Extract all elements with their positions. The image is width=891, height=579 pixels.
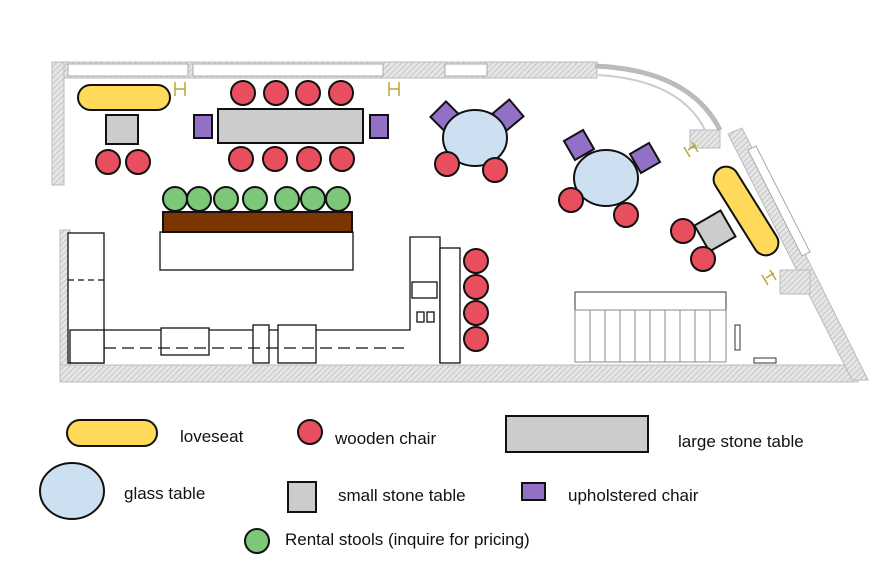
wooden-chair	[329, 146, 355, 172]
wooden-chair	[482, 157, 508, 183]
small-stone-table	[105, 114, 139, 145]
glass-table	[573, 149, 639, 207]
upholstered-chair	[628, 141, 662, 175]
bay-window	[594, 63, 723, 132]
bar-counter	[162, 211, 353, 233]
upholstered-chair	[369, 114, 389, 139]
wooden-chair	[463, 326, 489, 352]
rental-stool	[300, 186, 326, 212]
legend-rental-stools-label: Rental stools (inquire for pricing)	[285, 530, 530, 549]
kitchen-counters	[67, 231, 461, 364]
legend-small-stone-table-swatch	[287, 481, 317, 513]
upholstered-chair	[562, 128, 596, 162]
wooden-chair	[328, 80, 354, 106]
legend-glass-table-label: glass table	[124, 484, 206, 503]
wooden-chair	[228, 146, 254, 172]
legend-glass-table-swatch	[39, 462, 105, 520]
rental-stool	[242, 186, 268, 212]
door-markers	[174, 82, 777, 286]
rental-stool	[325, 186, 351, 212]
wooden-chair	[262, 146, 288, 172]
legend-small-stone-table-label: small stone table	[338, 486, 466, 505]
large-stone-table	[217, 108, 364, 144]
wooden-chair	[263, 80, 289, 106]
legend-large-stone-table-swatch	[505, 415, 649, 453]
loveseat	[77, 84, 171, 111]
legend-loveseat-label: loveseat	[180, 427, 244, 446]
rental-stool	[162, 186, 188, 212]
legend-upholstered-chair-swatch	[521, 482, 546, 501]
wooden-chair	[434, 151, 460, 177]
loveseat	[712, 165, 780, 257]
rental-stool	[213, 186, 239, 212]
wooden-chair	[463, 300, 489, 326]
wooden-chair	[690, 246, 716, 272]
wooden-chair	[230, 80, 256, 106]
wooden-chair	[558, 187, 584, 213]
rental-stool	[186, 186, 212, 212]
wooden-chair	[613, 202, 639, 228]
wooden-chair	[125, 149, 151, 175]
legend-rental-stool-swatch	[244, 528, 270, 554]
wooden-chair	[295, 80, 321, 106]
upholstered-chair	[193, 114, 213, 139]
wooden-chair	[95, 149, 121, 175]
legend-swatches	[39, 415, 649, 554]
legend-wooden-chair-swatch	[297, 419, 323, 445]
windows	[67, 63, 811, 257]
wooden-chair	[463, 248, 489, 274]
small-stone-table	[693, 209, 737, 253]
wooden-chair	[670, 218, 696, 244]
legend-wooden-chair-label: wooden chair	[335, 429, 437, 448]
legend-large-stone-table-label: large stone table	[678, 432, 804, 451]
wooden-chair	[463, 274, 489, 300]
wooden-chair	[296, 146, 322, 172]
legend-upholstered-chair-label: upholstered chair	[568, 486, 699, 505]
glass-table	[442, 109, 508, 167]
legend-loveseat-swatch	[66, 419, 158, 447]
staircase	[574, 291, 777, 364]
rental-stool	[274, 186, 300, 212]
